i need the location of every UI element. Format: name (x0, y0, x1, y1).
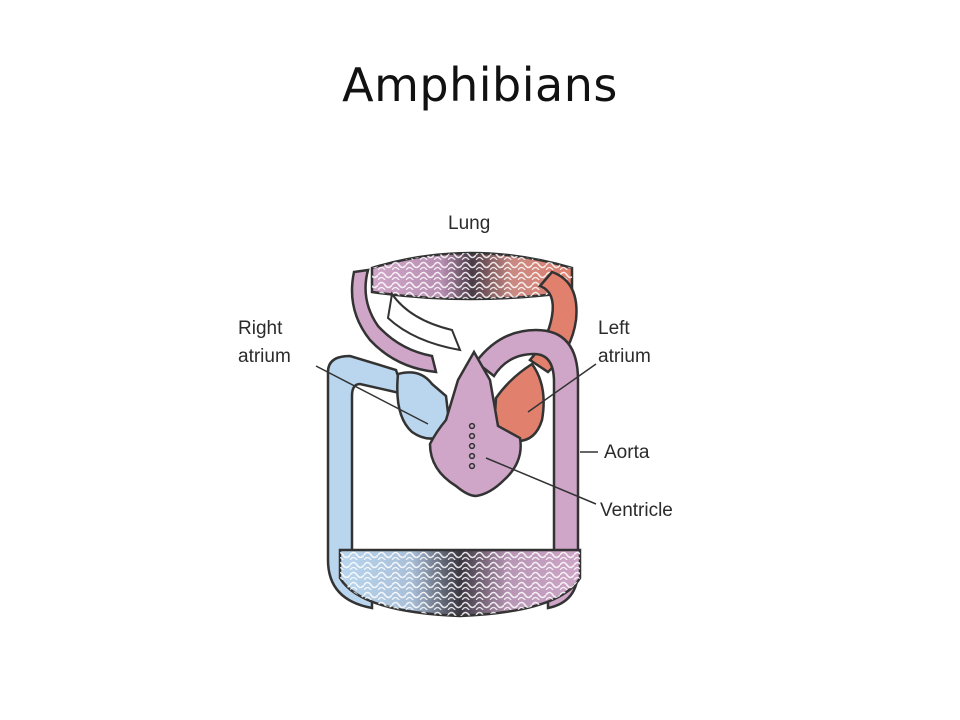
pulmonary-artery (350, 268, 438, 374)
slide-title: Amphibians (342, 58, 618, 112)
right-atrium-leader (315, 365, 429, 425)
left-atrium-label-line1: Left (598, 318, 630, 339)
right-atrium-label-line2: atrium (238, 346, 291, 367)
left-atrium (492, 362, 545, 443)
body-capillary-bed (338, 548, 582, 618)
ventricle-septum-dots (468, 422, 476, 470)
ventricle-leader (485, 457, 597, 505)
left-atrium-leader (527, 363, 597, 413)
systemic-vein (326, 354, 406, 610)
aorta-label: Aorta (604, 442, 650, 463)
leader-lines (315, 363, 598, 505)
pulmonary-artery-inner (386, 291, 462, 352)
ventricle-label: Ventricle (600, 500, 673, 521)
lung-label: Lung (448, 213, 490, 234)
left-atrium-label-line2: atrium (598, 346, 651, 367)
ventricle (428, 349, 522, 498)
right-atrium-label-line1: Right (238, 318, 283, 339)
lung-capillary-bed (370, 251, 574, 301)
